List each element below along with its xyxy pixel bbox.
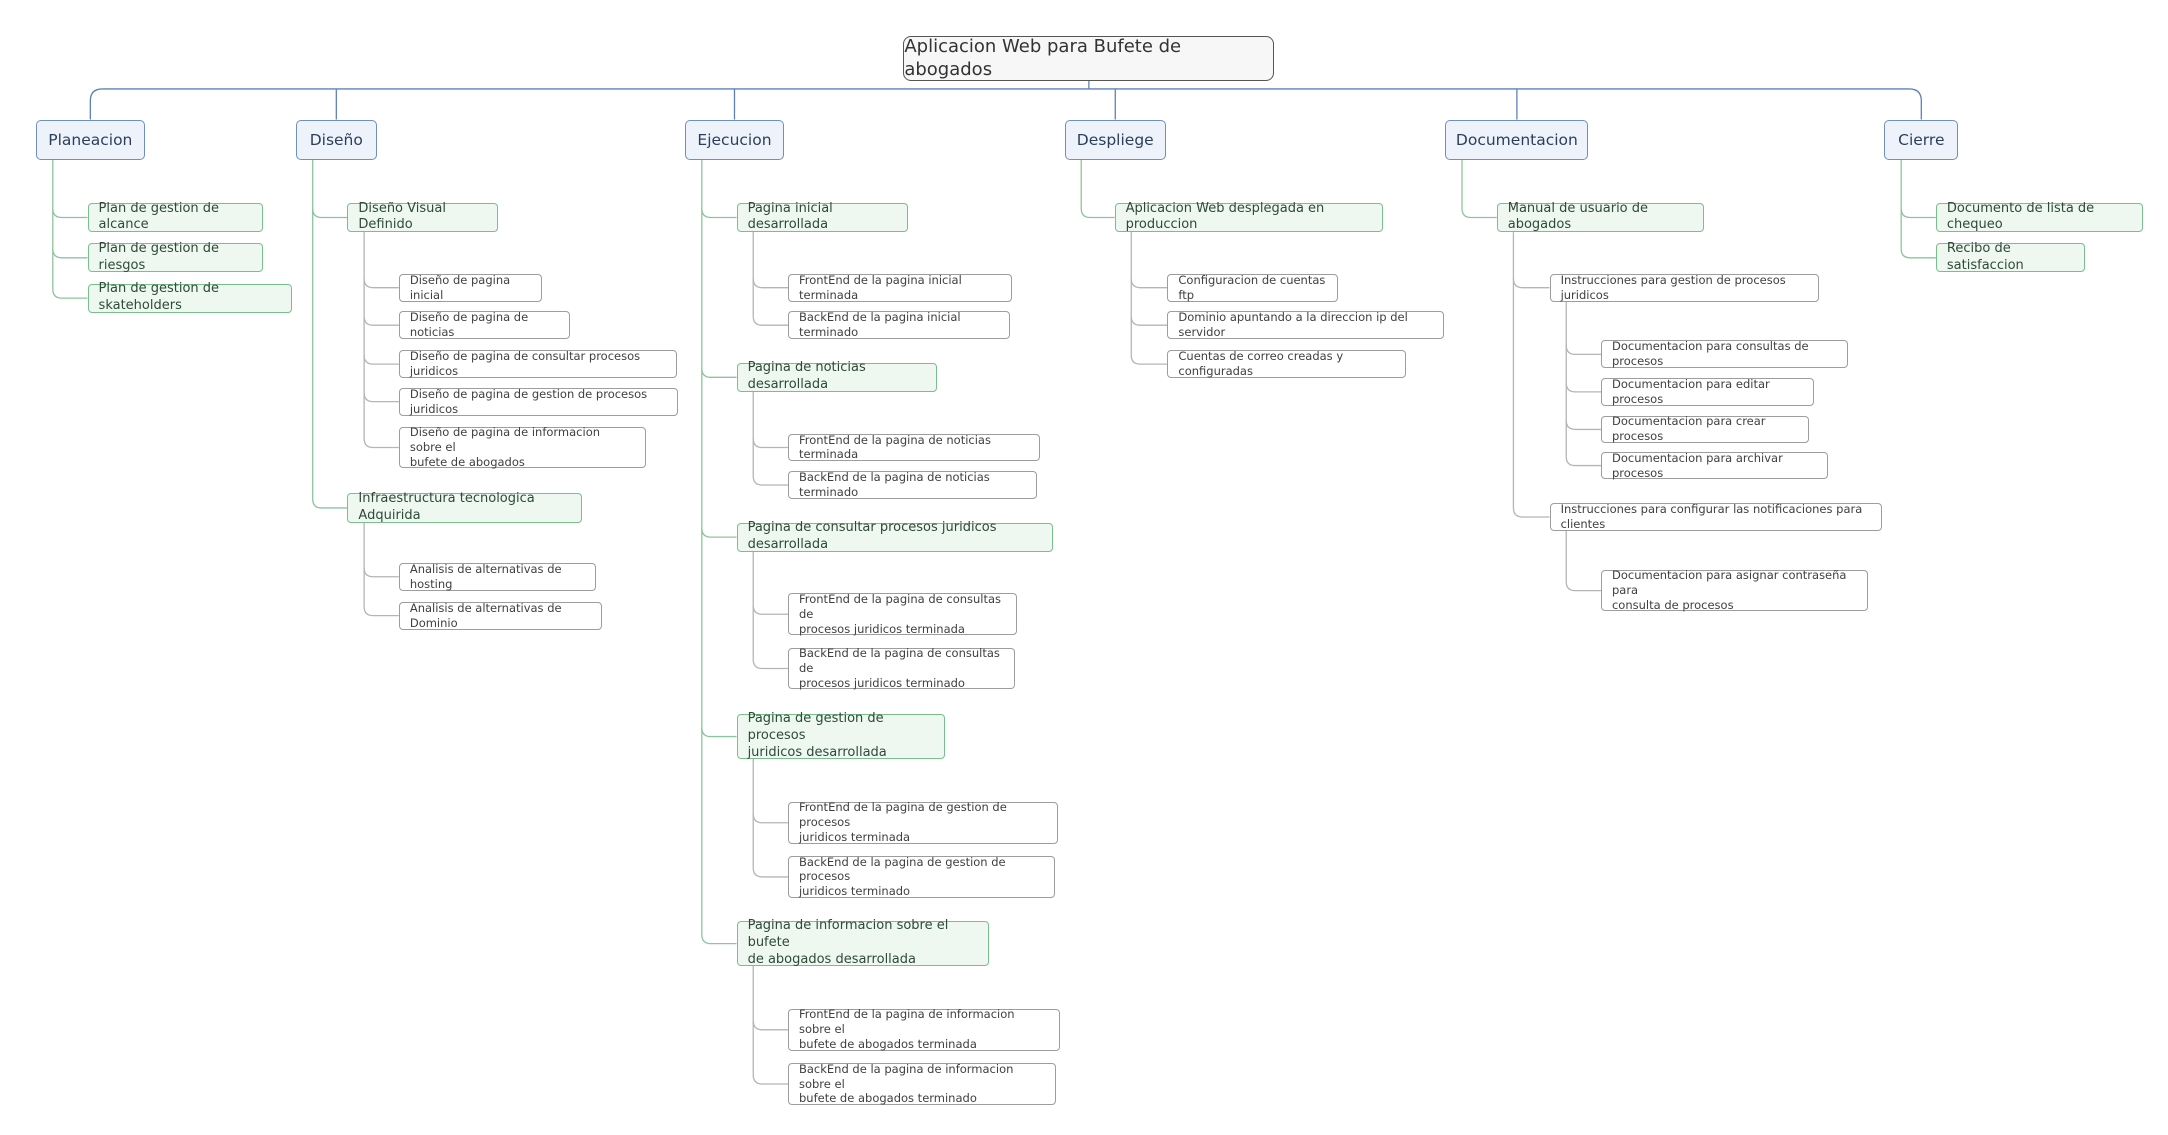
tree-elbow-line [701,208,737,219]
tree-elbow-line [752,475,788,486]
tree-elbow-line [1461,208,1497,219]
subtopic-app-desplegada[interactable]: Aplicacion Web desplegada en produccion [1114,201,1383,232]
leaf-doc-archivar[interactable]: Documentacion para archivar procesos [1600,451,1828,480]
branch-despliege[interactable]: Despliege [1064,119,1166,160]
tree-elbow-line [752,605,788,615]
tree-elbow-line [363,392,399,403]
tree-elbow-line [1130,316,1168,326]
branch-drop-line [89,88,103,120]
tree-elbow-line [752,278,788,289]
tree-elbow-line [1130,278,1168,289]
tree-elbow-line [1512,507,1550,518]
leaf-diseno-pagina-inicial[interactable]: Diseño de pagina inicial [398,273,542,302]
tree-elbow-line [1512,278,1550,289]
branch-cierre[interactable]: Cierre [1884,119,1959,160]
tree-elbow-line [701,368,737,378]
branch-diseno[interactable]: Diseño [296,119,377,160]
leaf-instrucciones-notificaciones[interactable]: Instrucciones para configurar las notifi… [1549,502,1882,531]
leaf-doc-contrasena[interactable]: Documentacion para asignar contraseña pa… [1600,568,1868,612]
leaf-diseno-pagina-consultar[interactable]: Diseño de pagina de consultar procesos j… [398,349,677,378]
tree-elbow-line [363,567,399,578]
tree-elbow-line [1900,248,1936,259]
subtopic-pagina-noticias[interactable]: Pagina de noticias desarrollada [736,360,937,392]
leaf-backend-gestion[interactable]: BackEnd de la pagina de gestion de proce… [787,855,1055,898]
subtopic-diseno-visual[interactable]: Diseño Visual Definido [347,201,498,232]
leaf-frontend-inicial[interactable]: FrontEnd de la pagina inicial terminada [787,273,1012,302]
tree-elbow-line [363,606,399,617]
leaf-frontend-informacion[interactable]: FrontEnd de la pagina de informacion sob… [787,1007,1061,1051]
tree-elbow-line [312,498,348,509]
tree-elbow-line [1565,382,1601,393]
leaf-backend-inicial[interactable]: BackEnd de la pagina inicial terminado [787,310,1011,339]
tree-elbow-line [1080,208,1115,219]
tree-elbow-line [363,438,399,449]
leaf-instrucciones-gestion[interactable]: Instrucciones para gestion de procesos j… [1549,273,1820,302]
subtopic-manual-usuario[interactable]: Manual de usuario de abogados [1496,201,1704,232]
tree-elbow-line [752,1074,788,1085]
leaf-diseno-pagina-gestion[interactable]: Diseño de pagina de gestion de procesos … [398,387,679,416]
tree-elbow-line [363,278,399,289]
tree-elbow-line [52,208,88,219]
subtopic-recibo-satisfaccion[interactable]: Recibo de satisfaccion [1935,241,2085,273]
leaf-analisis-hosting[interactable]: Analisis de alternativas de hosting [398,562,597,591]
tree-elbow-line [52,248,88,259]
leaf-cuentas-correo[interactable]: Cuentas de correo creadas y configuradas [1167,349,1407,378]
tree-elbow-line [363,316,399,326]
tree-elbow-line [1565,456,1601,467]
leaf-analisis-dominio[interactable]: Analisis de alternativas de Dominio [398,601,602,630]
tree-elbow-line [1565,581,1601,592]
tree-elbow-line [752,1020,788,1031]
tree-elbow-line [752,867,788,878]
tree-elbow-line [701,934,737,945]
leaf-frontend-gestion[interactable]: FrontEnd de la pagina de gestion de proc… [787,800,1058,844]
leaf-doc-crear[interactable]: Documentacion para crear procesos [1600,414,1810,443]
leaf-frontend-noticias[interactable]: FrontEnd de la pagina de noticias termin… [787,433,1040,461]
leaf-doc-consultas[interactable]: Documentacion para consultas de procesos [1600,339,1849,368]
subtopic-pagina-gestion[interactable]: Pagina de gestion de procesos juridicos … [736,711,946,760]
subtopic-lista-chequeo[interactable]: Documento de lista de chequeo [1935,201,2143,232]
tree-elbow-line [52,289,88,299]
tree-elbow-line [1130,355,1168,365]
tree-elbow-line [752,316,788,326]
leaf-frontend-consultas[interactable]: FrontEnd de la pagina de consultas de pr… [787,592,1018,636]
tree-elbow-line [752,438,788,449]
branch-documentacion[interactable]: Documentacion [1445,119,1589,160]
branch-planeacion[interactable]: Planeacion [36,119,145,160]
tree-elbow-line [1565,345,1601,356]
leaf-backend-noticias[interactable]: BackEnd de la pagina de noticias termina… [787,470,1037,499]
tree-elbow-line [312,208,348,219]
leaf-dominio-ip[interactable]: Dominio apuntando a la direccion ip del … [1167,310,1444,339]
subtopic-infraestructura[interactable]: Infraestructura tecnologica Adquirida [347,491,583,523]
leaf-cuentas-ftp[interactable]: Configuracion de cuentas ftp [1167,273,1339,302]
leaf-diseno-pagina-noticias[interactable]: Diseño de pagina de noticias [398,310,570,339]
leaf-backend-informacion[interactable]: BackEnd de la pagina de informacion sobr… [787,1062,1057,1105]
subtopic-pagina-informacion[interactable]: Pagina de informacion sobre el bufete de… [736,918,990,967]
root-topic[interactable]: Aplicacion Web para Bufete de abogados [903,36,1275,81]
leaf-diseno-pagina-informacion[interactable]: Diseño de pagina de informacion sobre el… [398,425,647,469]
subtopic-pagina-consultar[interactable]: Pagina de consultar procesos juridicos d… [736,520,1054,552]
subtopic-pagina-inicial[interactable]: Pagina inicial desarrollada [736,201,908,232]
tree-elbow-line [752,813,788,824]
tree-elbow-line [1900,208,1936,219]
tree-elbow-line [363,355,399,365]
subtopic-plan-skateholders[interactable]: Plan de gestion de skateholders [87,281,292,313]
leaf-doc-editar[interactable]: Documentacion para editar procesos [1600,377,1814,406]
leaf-backend-consultas[interactable]: BackEnd de la pagina de consultas de pro… [787,646,1015,690]
tree-elbow-line [701,727,737,738]
branch-drop-line [1909,88,1922,120]
tree-elbow-line [752,659,788,670]
branch-ejecucion[interactable]: Ejecucion [685,119,784,160]
subtopic-plan-riesgos[interactable]: Plan de gestion de riesgos [87,241,263,273]
tree-elbow-line [701,528,737,538]
subtopic-plan-alcance[interactable]: Plan de gestion de alcance [87,201,263,232]
tree-elbow-line [1565,420,1601,431]
